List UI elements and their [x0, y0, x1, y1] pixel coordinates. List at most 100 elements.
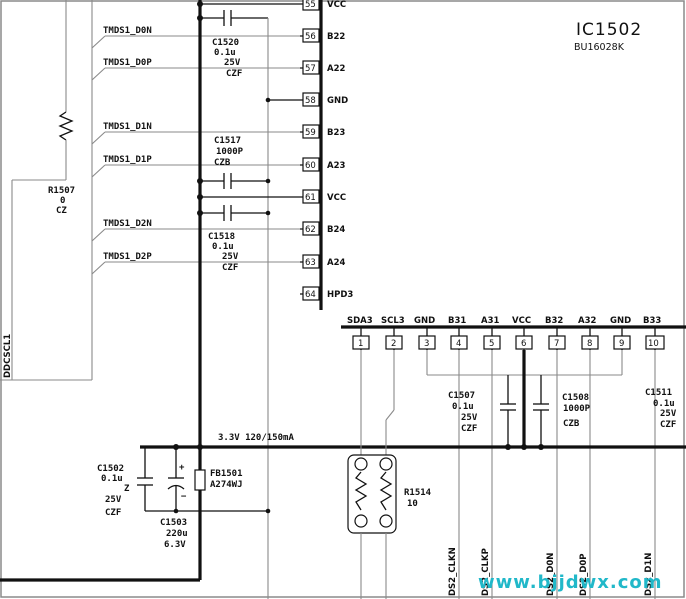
pin-name: HPD3 — [327, 290, 353, 300]
fb1501-ref: FB1501 — [210, 469, 243, 479]
pin-number: 7 — [554, 339, 559, 349]
pin-name: A22 — [327, 64, 345, 74]
pin-number: 58 — [305, 96, 316, 106]
ic-reference: IC1502 — [576, 20, 642, 40]
c1507-value: 0.1u — [452, 402, 474, 412]
power-filter-section: + − — [137, 444, 271, 514]
c1511-voltage: 25V — [660, 409, 677, 419]
c1508-type: CZB — [563, 419, 580, 429]
pin-number: 60 — [305, 161, 316, 171]
pin-name: GND — [414, 316, 435, 326]
pin-number: 64 — [305, 290, 316, 300]
pin-number: 57 — [305, 64, 316, 74]
c1518-type: CZF — [222, 263, 238, 273]
pin-number: 61 — [305, 193, 316, 203]
fb1501-value: A274WJ — [210, 480, 243, 490]
bottom-net-label: DS2_D0N — [546, 553, 556, 596]
pin-name: GND — [327, 96, 348, 106]
ic-part-number: BU16028K — [574, 42, 625, 53]
pin-number: 59 — [305, 128, 316, 138]
c1508-value: 1000P — [563, 404, 591, 414]
bottom-net-label: DS2_D1N — [644, 553, 654, 596]
resistor-network-r1514 — [347, 350, 397, 599]
pin-number: 62 — [305, 225, 316, 235]
r1507-type: CZ — [56, 206, 67, 216]
c1518-ref: C1518 — [208, 232, 235, 242]
svg-text:−: − — [181, 492, 187, 502]
ic-right-pins: 55 56 57 58 59 60 61 62 63 64 VCC B22 A2… — [300, 0, 353, 301]
ic-bottom-pins — [352, 327, 665, 350]
c1508-ref: C1508 — [562, 393, 589, 403]
bottom-net-label: DS2_D0P — [579, 553, 589, 596]
c1507-voltage: 25V — [461, 413, 478, 423]
tmds-signal-lines — [0, 0, 300, 381]
pin-number: 3 — [424, 339, 429, 349]
bottom-net-label: DS2_CLKN — [448, 547, 458, 596]
pin-name: VCC — [327, 0, 346, 10]
c1520-type: CZF — [226, 69, 242, 79]
pin-name: B22 — [327, 32, 345, 42]
pin-name: GND — [610, 316, 631, 326]
pin-number: 1 — [358, 339, 363, 349]
pin-number: 10 — [648, 339, 659, 349]
pin-number: 6 — [521, 339, 526, 349]
r1514-value: 10 — [407, 499, 418, 509]
left-net-label: DDCSCL1 — [3, 334, 13, 378]
c1502-tolerance: Z — [124, 484, 130, 494]
c1503-value: 220u — [166, 529, 188, 539]
c1507-type: CZF — [461, 424, 477, 434]
pin-number: 9 — [619, 339, 624, 349]
capacitor-c1520 — [197, 1, 300, 26]
c1502-voltage: 25V — [105, 495, 122, 505]
pin-name: VCC — [327, 193, 346, 203]
c1511-type: CZF — [660, 420, 676, 430]
c1511-value: 0.1u — [653, 399, 675, 409]
r1507-value: 0 — [60, 196, 65, 206]
c1511-ref: C1511 — [645, 388, 672, 398]
r1507-ref: R1507 — [48, 186, 75, 196]
net-label: TMDS1_D2P — [103, 252, 152, 262]
capacitor-c1518 — [197, 205, 271, 221]
c1520-value: 0.1u — [214, 48, 236, 58]
net-label: TMDS1_D0P — [103, 58, 152, 68]
net-label: TMDS1_D1N — [103, 122, 152, 132]
watermark: www.bjjdwx.com — [478, 572, 663, 593]
pin-name: SDA3 — [347, 316, 373, 326]
pin-name: A24 — [327, 258, 345, 268]
pin-name: B31 — [448, 316, 466, 326]
pin-name: B33 — [643, 316, 661, 326]
c1517-value: 1000P — [216, 147, 244, 157]
pin-name: B23 — [327, 128, 345, 138]
c1502-type: CZF — [105, 508, 121, 518]
pin-name: A32 — [578, 316, 596, 326]
bottom-net-label: DS2_CLKP — [481, 548, 491, 596]
c1518-voltage: 25V — [222, 252, 239, 262]
pin-number: 2 — [391, 339, 396, 349]
net-label: TMDS1_D0N — [103, 26, 152, 36]
pin-number: 5 — [489, 339, 494, 349]
pin-name: VCC — [512, 316, 531, 326]
rail-label: 3.3V 120/150mA — [218, 433, 294, 443]
pin-name: A31 — [481, 316, 499, 326]
c1503-voltage: 6.3V — [164, 540, 186, 550]
pin-number: 63 — [305, 258, 316, 268]
net-label: TMDS1_D2N — [103, 219, 152, 229]
c1517-ref: C1517 — [214, 136, 241, 146]
pin-number: 56 — [305, 32, 316, 42]
c1502-ref: C1502 — [97, 464, 124, 474]
c1517-type: CZB — [214, 158, 231, 168]
pin-number: 4 — [456, 339, 461, 349]
svg-text:+: + — [179, 463, 185, 473]
pin-name: A23 — [327, 161, 345, 171]
pin-name: SCL3 — [381, 316, 405, 326]
pin-name: B24 — [327, 225, 345, 235]
c1520-voltage: 25V — [224, 58, 241, 68]
r1514-ref: R1514 — [404, 488, 432, 498]
pin-name: B32 — [545, 316, 563, 326]
vcc-pin6-decoupling — [500, 350, 549, 450]
c1520-ref: C1520 — [212, 38, 239, 48]
c1518-value: 0.1u — [212, 242, 234, 252]
c1502-value: 0.1u — [101, 474, 123, 484]
